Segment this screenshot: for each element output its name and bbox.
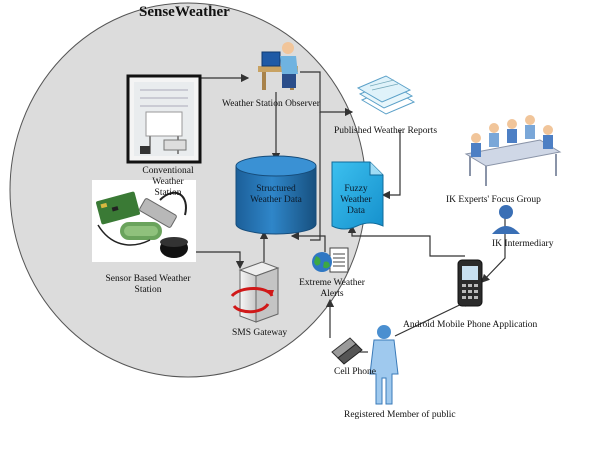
label-cell-phone: Cell Phone bbox=[334, 367, 376, 377]
cell-phone-icon bbox=[331, 337, 363, 365]
diagram-title: SenseWeather bbox=[139, 4, 230, 20]
arrow-sensor-to-sms bbox=[196, 251, 245, 270]
label-observer: Weather Station Observer bbox=[222, 99, 320, 109]
arrow-observer-to-published bbox=[300, 71, 354, 117]
label-extreme-alerts: Extreme Weather Alerts bbox=[299, 278, 365, 299]
arrow-published-to-fuzzy bbox=[381, 130, 401, 200]
arrow-member-to-android bbox=[394, 299, 472, 337]
conventional-station-image bbox=[126, 74, 202, 164]
label-android-app: Android Mobile Phone Application bbox=[403, 320, 538, 330]
label-sms-gateway: SMS Gateway bbox=[232, 328, 288, 338]
fuzzy-data-document bbox=[331, 161, 384, 230]
label-ik-intermediary: IK Intermediary bbox=[492, 239, 554, 249]
label-fuzzy-data: Fuzzy Weather Data bbox=[340, 184, 372, 216]
label-structured-data: Structured Weather Data bbox=[250, 184, 302, 205]
ik-experts-icon bbox=[464, 115, 562, 186]
published-reports-icon bbox=[356, 75, 416, 115]
extreme-alerts-icon bbox=[312, 247, 349, 273]
label-ik-experts: IK Experts' Focus Group bbox=[446, 195, 541, 205]
structured-data-database bbox=[235, 155, 317, 235]
ik-intermediary-icon bbox=[492, 205, 520, 234]
label-published-reports: Published Weather Reports bbox=[334, 126, 438, 136]
arrow-android-to-fuzzy bbox=[347, 224, 465, 257]
label-registered-member: Registered Member of public bbox=[344, 410, 456, 420]
arrow-alerts-to-structured bbox=[290, 231, 326, 252]
sensor-station-image bbox=[92, 180, 196, 262]
registered-member-icon bbox=[369, 325, 399, 405]
sms-gateway-server bbox=[230, 261, 280, 323]
observer-icon bbox=[258, 42, 298, 90]
line-structured-to-right bbox=[310, 112, 321, 241]
android-phone-icon bbox=[457, 259, 483, 307]
label-sensor-station: Sensor Based Weather Station bbox=[105, 274, 191, 295]
label-conventional-station: Conventional Weather Station bbox=[142, 166, 194, 198]
